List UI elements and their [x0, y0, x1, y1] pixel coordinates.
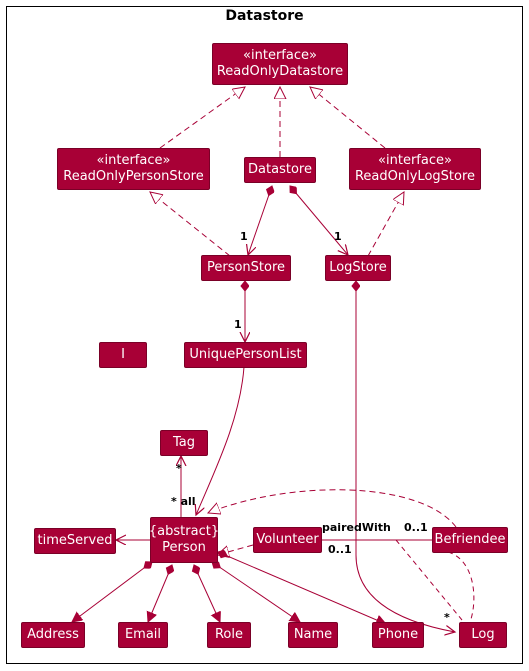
edge-ls-log	[356, 281, 455, 632]
mult-tag: *	[176, 462, 182, 475]
edge-upl-person	[196, 366, 245, 515]
node-label: I	[121, 347, 125, 362]
mult-ds-log-store: 1	[334, 230, 342, 243]
node-label: Address	[27, 627, 79, 642]
edge-bef-log	[447, 551, 475, 623]
stereotype: «interface»	[96, 153, 171, 168]
edge-rols-to-rod	[310, 87, 386, 149]
mult-paired-left: 0..1	[328, 543, 352, 556]
node-volunteer: Volunteer	[253, 527, 322, 553]
label-all: * all	[171, 495, 196, 508]
node-person-store: PersonStore	[201, 255, 291, 281]
node-label: timeServed	[37, 533, 113, 548]
node-address: Address	[21, 622, 85, 648]
node-datastore: Datastore	[244, 157, 316, 183]
node-label: Tag	[172, 435, 195, 450]
edge-person-address	[72, 562, 152, 622]
edge-ps-to-rops	[150, 192, 231, 257]
node-label: Name	[293, 627, 333, 642]
edge-person-role	[194, 565, 220, 622]
node-read-only-log-store: «interface» ReadOnlyLogStore	[349, 148, 481, 190]
edge-ds-ls	[290, 186, 348, 255]
mult-ps-unique-list: 1	[234, 318, 242, 331]
node-log: Log	[459, 622, 507, 648]
node-label: Role	[214, 627, 243, 642]
node-name: Name	[288, 622, 338, 648]
node-label: Phone	[377, 627, 419, 642]
edge-ds-ps	[248, 186, 272, 255]
package-frame	[6, 6, 523, 664]
node-label: ReadOnlyLogStore	[354, 169, 476, 184]
edge-person-phone	[218, 552, 386, 624]
mult-log: *	[444, 611, 450, 624]
node-tag: Tag	[160, 430, 208, 456]
edge-ls-to-rols	[367, 192, 404, 257]
mult-ds-person-store: 1	[240, 230, 248, 243]
node-log-store: LogStore	[325, 255, 391, 281]
node-i: I	[99, 342, 147, 368]
abstract-tag: {abstract}	[148, 524, 220, 539]
node-label: LogStore	[329, 260, 387, 275]
node-role: Role	[207, 622, 251, 648]
node-label: Person	[162, 540, 206, 555]
package-title: Datastore	[225, 8, 304, 24]
node-read-only-person-store: «interface» ReadOnlyPersonStore	[57, 148, 210, 190]
node-email: Email	[118, 622, 168, 648]
node-label: Volunteer	[256, 532, 319, 547]
stereotype: «interface»	[378, 153, 452, 168]
mult-paired-right: 0..1	[404, 521, 428, 534]
node-label: Befriendee	[434, 532, 506, 547]
node-label: ReadOnlyPersonStore	[63, 169, 204, 184]
node-label: ReadOnlyDatastore	[216, 64, 344, 79]
edge-person-email	[148, 565, 172, 622]
edge-person-name	[212, 562, 300, 622]
stereotype: «interface»	[243, 48, 317, 63]
node-label: PersonStore	[206, 260, 286, 275]
node-time-served: timeServed	[34, 528, 116, 554]
node-label: UniquePersonList	[189, 347, 302, 362]
node-read-only-datastore: «interface» ReadOnlyDatastore	[212, 43, 348, 85]
node-label: Email	[124, 627, 162, 642]
label-paired-with: pairedWith	[322, 521, 391, 534]
node-label: Datastore	[248, 162, 312, 177]
edge-rops-to-rod	[159, 87, 245, 149]
node-unique-person-list: UniquePersonList	[184, 342, 307, 368]
node-phone: Phone	[372, 622, 424, 648]
node-label: Log	[471, 627, 495, 642]
node-person: {abstract} Person	[148, 517, 220, 563]
node-befriendee: Befriendee	[432, 527, 508, 553]
